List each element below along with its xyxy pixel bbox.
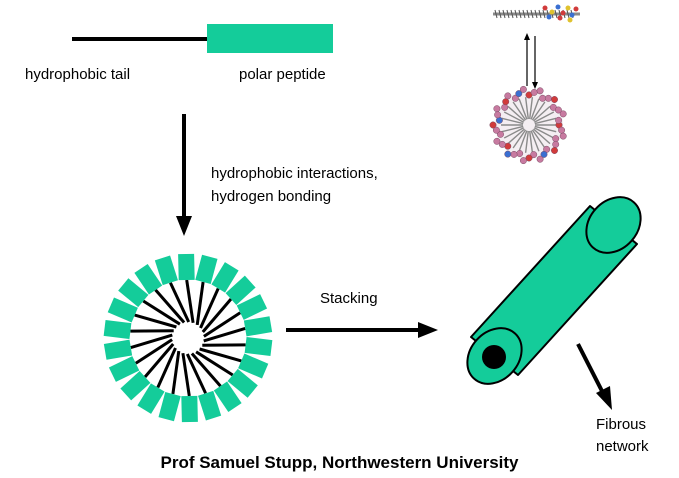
micelle-peptide-block	[108, 356, 140, 382]
fiber-core	[482, 345, 506, 369]
credit-caption: Prof Samuel Stupp, Northwestern Universi…	[160, 453, 519, 472]
micelle-peptide-block	[120, 371, 151, 401]
micelle-tail	[185, 353, 207, 394]
label-fibrous-line1: Fibrous	[596, 416, 647, 433]
micelle-tail	[130, 333, 173, 350]
micelle-peptide-block	[195, 254, 218, 285]
micelle-peptide-block	[244, 336, 273, 357]
micelle-peptide-block	[134, 263, 163, 295]
molecule-chain-image	[493, 4, 580, 23]
fibrous-network-arrow	[576, 343, 612, 410]
label-interactions-line1: hydrophobic interactions,	[211, 165, 378, 182]
micelle-tail	[201, 298, 233, 333]
micelle-peptide-block	[107, 297, 138, 323]
nanofiber-cylinder	[466, 196, 642, 385]
micelle-tail	[203, 311, 242, 338]
micelle-tail	[181, 352, 191, 397]
stacking-arrow	[286, 322, 438, 338]
micelle-peptide-block	[243, 316, 273, 337]
micelle-tail	[185, 279, 195, 324]
micelle-peptide-block	[213, 381, 242, 413]
micelle-peptide-block	[103, 339, 133, 360]
micelle-tail	[195, 350, 234, 377]
micelle-tail	[199, 287, 220, 329]
micelle-model-image	[489, 85, 567, 165]
micelle-peptide-block	[198, 390, 222, 421]
micelle-peptide-block	[181, 395, 198, 423]
micelle-peptide-block	[236, 294, 268, 320]
micelle-peptide-block	[178, 253, 195, 281]
micelle-tail	[143, 343, 175, 378]
micelle-peptide-block	[238, 353, 269, 379]
micelle-tail	[134, 313, 177, 329]
micelle-peptide-block	[103, 319, 132, 340]
micelle-peptide-block	[137, 383, 165, 414]
down-arrow	[176, 114, 192, 236]
micelle-tail	[203, 326, 246, 343]
label-stacking: Stacking	[320, 290, 378, 307]
micelle-peptide-block	[118, 278, 149, 308]
micelle-tail	[171, 350, 181, 395]
label-fibrous-line2: network	[596, 438, 649, 455]
micelle-schematic	[103, 253, 273, 423]
polar-peptide-block	[207, 24, 333, 53]
micelle-tail	[154, 288, 186, 324]
label-hydrophobic-tail: hydrophobic tail	[25, 66, 131, 83]
micelle-tail	[195, 281, 205, 326]
molecular-model-image	[489, 4, 580, 165]
micelle-peptide-block	[227, 368, 258, 398]
micelle-peptide-block	[225, 275, 256, 305]
micelle-tail	[156, 347, 177, 389]
equilibrium-arrows	[524, 33, 538, 89]
micelle-tail	[134, 338, 173, 365]
micelle-tail	[142, 299, 181, 326]
micelle-peptide-block	[211, 262, 239, 293]
label-polar-peptide: polar peptide	[239, 66, 326, 83]
micelle-tail	[190, 352, 222, 388]
micelle-tail	[199, 347, 242, 363]
micelle-peptide-block	[158, 391, 181, 422]
micelle-peptide-block	[154, 255, 178, 286]
label-interactions-line2: hydrogen bonding	[211, 188, 332, 205]
micelle-tail	[169, 282, 191, 323]
